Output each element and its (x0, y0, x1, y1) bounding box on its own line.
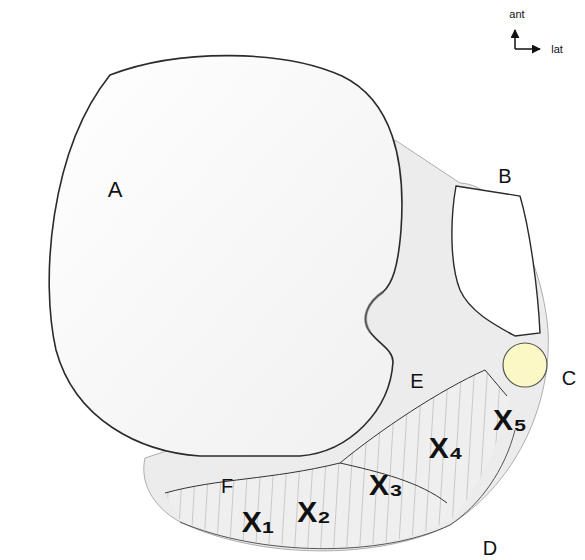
vessel-circle (503, 343, 547, 387)
part-label: C (562, 368, 576, 388)
part-label: E (410, 371, 423, 391)
axis-label: ant (509, 9, 524, 20)
region-label: X₃ (369, 470, 403, 500)
large-structure (49, 56, 402, 456)
part-label: B (498, 166, 511, 186)
region-label: X₄ (429, 433, 463, 463)
part-label: F (221, 476, 233, 496)
boundary-line (340, 463, 447, 503)
region-label: X₁ (242, 507, 274, 537)
part-label: A (108, 179, 123, 201)
boundary-line (165, 463, 340, 493)
orientation-arrows (515, 30, 540, 49)
axis-label: lat (551, 44, 563, 55)
bone-structure (452, 186, 540, 336)
region-label: X₂ (297, 497, 330, 527)
region-label: X₅ (493, 405, 527, 435)
shadow-edge (366, 292, 383, 332)
part-label: D (483, 538, 497, 558)
